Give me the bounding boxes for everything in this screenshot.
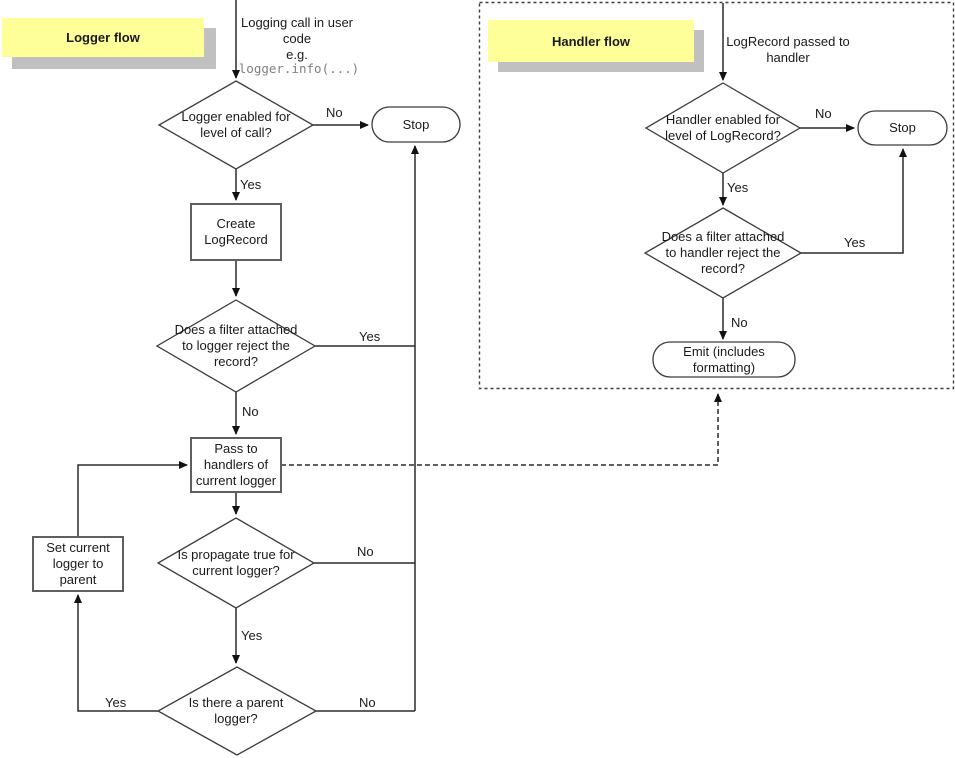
logger-filter-decision: [155, 299, 317, 393]
emit-terminator: [652, 341, 796, 378]
handler-enabled-no-label: No: [815, 106, 832, 121]
parent-no-label: No: [359, 695, 376, 710]
handler-enabled-decision: [644, 82, 802, 174]
parent-yes-label: Yes: [105, 695, 127, 710]
pass-to-handlers-box: [190, 437, 282, 493]
edge-parent-yes-to-set: [74, 594, 158, 712]
logger-enabled-yes-label: Yes: [240, 177, 262, 192]
logger-stop-terminator: [371, 106, 461, 143]
set-current-logger-box: [32, 536, 124, 592]
handler-filter-decision: [643, 207, 803, 299]
edge-set-to-pass: [77, 461, 188, 537]
handler-flow-title-label: Handler flow: [551, 33, 630, 49]
handler-filter-yes-label: Yes: [844, 235, 866, 250]
logger-filter-no-label: No: [242, 404, 259, 419]
handler-flow-title: Handler flow: [488, 20, 694, 62]
logger-enabled-no-label: No: [326, 105, 343, 120]
logger-flow-title: Logger flow: [2, 18, 204, 57]
propagate-decision: [156, 517, 316, 609]
create-logrecord-box: [190, 203, 282, 261]
edge-pass-to-handler-flow-dashed: [281, 393, 722, 466]
logger-enabled-decision: [157, 80, 315, 170]
logger-flow-title-label: Logger flow: [66, 30, 140, 45]
handler-filter-no-label: No: [731, 315, 748, 330]
propagate-no-label: No: [357, 544, 374, 559]
logger-filter-yes-label: Yes: [359, 329, 381, 344]
edge-hfilter-yes-to-hstop: [801, 148, 907, 254]
parent-logger-decision: [156, 666, 318, 756]
propagate-yes-label: Yes: [241, 628, 263, 643]
handler-enabled-yes-label: Yes: [727, 180, 749, 195]
handler-flow-container-box: [478, 1, 955, 390]
handler-stop-terminator: [857, 110, 948, 146]
